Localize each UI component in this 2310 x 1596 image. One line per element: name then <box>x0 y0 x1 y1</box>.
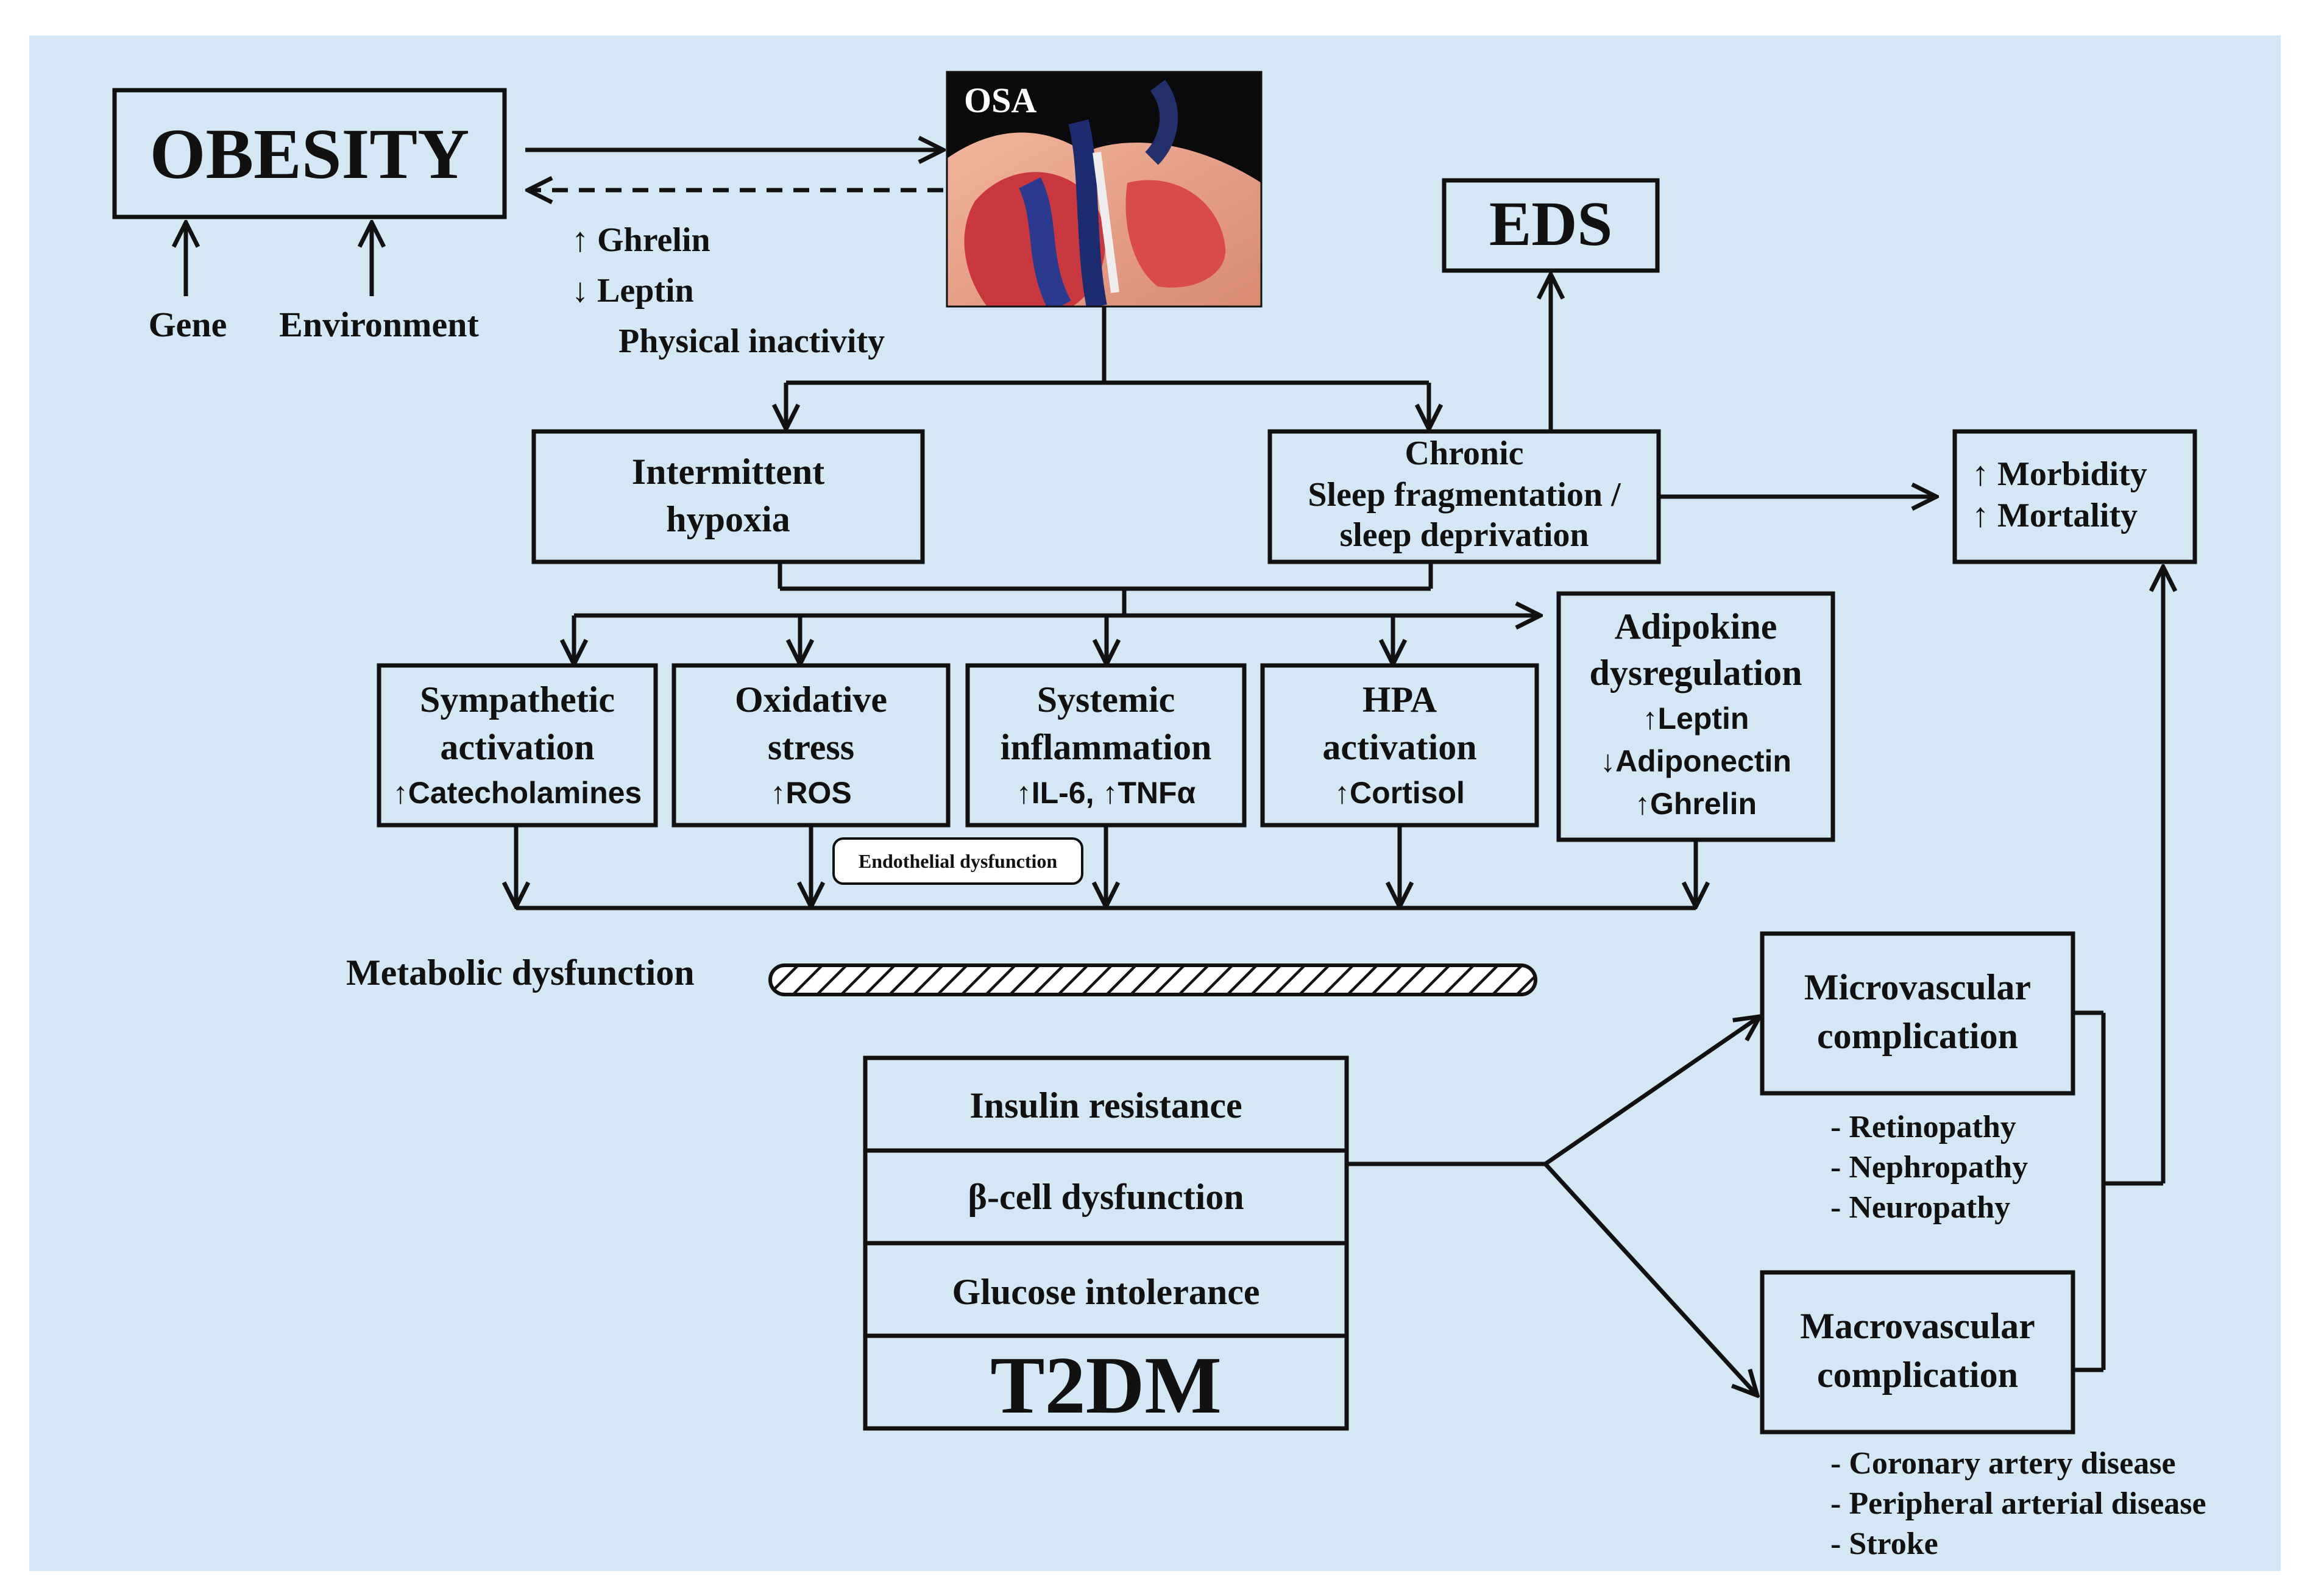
gene-label: Gene <box>149 305 227 344</box>
oxidative-line2: stress <box>768 727 854 767</box>
adipokine-line1: Adipokine <box>1615 606 1777 647</box>
inflammation-line2: inflammation <box>1001 727 1212 767</box>
insulin-label: Insulin resistance <box>969 1085 1242 1126</box>
micro-item-1: - Retinopathy <box>1830 1110 2016 1144</box>
leptin-factor: ↓ Leptin <box>572 272 694 310</box>
macro-line2: complication <box>1817 1355 2018 1395</box>
adipokine-line2: dysregulation <box>1590 653 1802 693</box>
environment-label: Environment <box>279 305 479 344</box>
morbidity-label: ↑ Morbidity <box>1972 455 2147 493</box>
leptin-marker: ↑Leptin <box>1643 701 1749 736</box>
sleep-line3: sleep deprivation <box>1339 516 1589 554</box>
obesity-box <box>112 88 507 219</box>
hypoxia-line2: hypoxia <box>666 499 790 539</box>
hypoxia-line1: Intermittent <box>632 452 825 492</box>
metabolic-bar <box>768 963 1537 996</box>
t2dm-title: T2DM <box>990 1340 1222 1430</box>
micro-line1: Microvascular <box>1804 967 2031 1007</box>
micro-line2: complication <box>1817 1016 2018 1056</box>
cortisol-marker: ↑Cortisol <box>1334 776 1465 810</box>
t2dm-box <box>863 1333 1349 1431</box>
macro-line1: Macrovascular <box>1800 1306 2035 1346</box>
macro-box <box>1760 1270 2075 1435</box>
metabolic-label: Metabolic dysfunction <box>346 952 695 993</box>
endothelial-box <box>832 837 1083 885</box>
oxidative-line1: Oxidative <box>735 679 887 720</box>
osa-illustration <box>947 72 1261 307</box>
eds-title: EDS <box>1489 189 1612 259</box>
sleep-line2: Sleep fragmentation / <box>1308 476 1621 514</box>
micro-item-2: - Nephropathy <box>1830 1150 2028 1185</box>
hypoxia-box <box>531 429 925 564</box>
hpa-line1: HPA <box>1362 679 1437 720</box>
sympathetic-line2: activation <box>440 727 594 767</box>
ghrelin-factor: ↑ Ghrelin <box>572 221 710 259</box>
inactivity-factor: Physical inactivity <box>618 322 885 360</box>
ghrelin-marker: ↑Ghrelin <box>1635 787 1757 821</box>
inflammation-line1: Systemic <box>1037 679 1175 720</box>
macro-item-3: - Stroke <box>1830 1527 1938 1561</box>
obesity-title: OBESITY <box>150 114 470 194</box>
macro-item-2: - Peripheral arterial disease <box>1830 1486 2206 1521</box>
hpa-line2: activation <box>1322 727 1476 767</box>
ros-marker: ↑ROS <box>770 776 851 810</box>
eds-box <box>1442 178 1660 273</box>
macro-item-1: - Coronary artery disease <box>1830 1446 2176 1481</box>
adiponectin-marker: ↓Adiponectin <box>1600 744 1791 778</box>
cytokine-marker: ↑IL-6, ↑TNFα <box>1016 776 1196 810</box>
sleep-line1: Chronic <box>1405 434 1524 472</box>
beta-label: β-cell dysfunction <box>968 1177 1244 1217</box>
glucose-label: Glucose intolerance <box>952 1272 1260 1312</box>
catecholamines-marker: ↑Catecholamines <box>393 776 642 810</box>
outcomes-box <box>1952 429 2197 564</box>
mortality-label: ↑ Mortality <box>1972 497 2138 534</box>
micro-item-3: - Neuropathy <box>1830 1190 2010 1225</box>
sympathetic-line1: Sympathetic <box>420 679 615 720</box>
endothelial-label: Endothelial dysfunction <box>859 850 1058 872</box>
osa-label: OSA <box>964 80 1036 120</box>
